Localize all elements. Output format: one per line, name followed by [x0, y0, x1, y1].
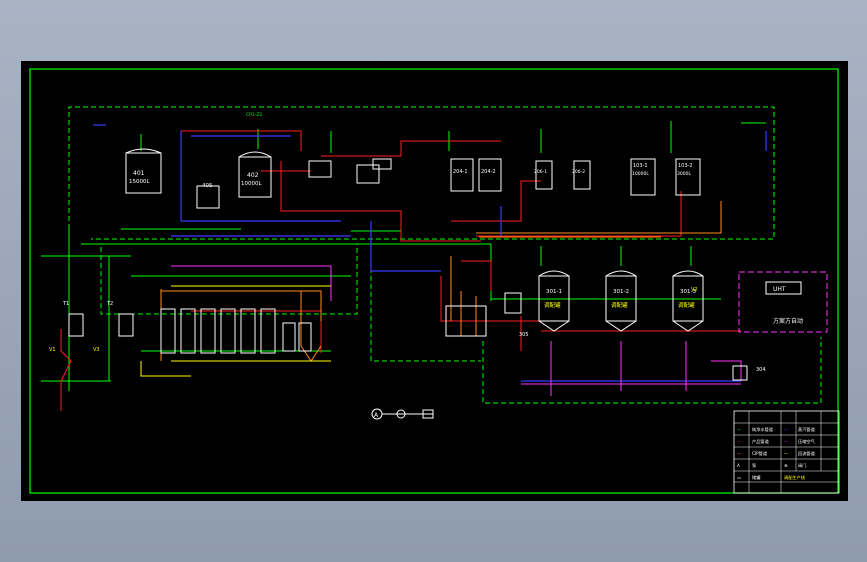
tank-206-2-id: 206-2 — [572, 169, 585, 175]
tank-401-id: 401 — [133, 170, 145, 177]
legend-row-2-name: 产品管道 — [752, 438, 770, 445]
filter-8[interactable] — [298, 322, 312, 352]
legend-row-4-name: 泵 — [752, 463, 756, 468]
filter-2[interactable] — [180, 308, 196, 354]
filter-7[interactable] — [282, 322, 296, 352]
valve-manifold[interactable] — [445, 305, 487, 337]
legend-row-5-sym: ▭ — [737, 475, 741, 480]
legend-row-3-name: CIP管道 — [752, 450, 768, 457]
valve-305: 305 — [519, 332, 529, 338]
tank-103-2-volume: 3000L — [677, 171, 691, 177]
tank-204-1-id: 204-1 — [453, 169, 468, 175]
pump-405[interactable]: 405 — [196, 183, 220, 209]
legend-row-2-sym2: — — [784, 439, 788, 444]
uht-control-box[interactable]: UHT 方案方自动 — [765, 281, 803, 325]
legend-row-3-sym2: — — [784, 451, 788, 456]
tank-301-1-label: 调配罐 — [544, 301, 561, 309]
legend-row-2-name2: 压缩空气 — [798, 438, 816, 445]
product-piping — [60, 130, 741, 411]
filter-4[interactable] — [220, 308, 236, 354]
tank-103-1[interactable]: 103-1 10000L — [630, 158, 656, 196]
valve-v2-label: V2 — [691, 287, 698, 293]
tank-206-2[interactable]: 206-2 — [572, 160, 591, 190]
heat-exchanger-t2[interactable]: T2 — [106, 301, 134, 337]
valve-v1-label: V1 — [49, 347, 56, 353]
tank-206-1-id: 206-1 — [534, 169, 547, 175]
tank-402[interactable]: 402 10000L — [238, 151, 272, 198]
tank-206-1[interactable]: 206-1 — [534, 160, 553, 190]
marker-a: A — [374, 412, 379, 419]
legend-row-4-sym: A — [737, 463, 740, 468]
line-t1: T1 — [62, 301, 69, 307]
tank-301-2-id: 301-2 — [613, 289, 629, 295]
tank-103-2-id: 103-2 — [678, 163, 693, 169]
legend-row-1-name: 纯净水管道 — [752, 426, 774, 433]
tank-301-3-id: 301-3 — [680, 289, 696, 295]
yellow-lines — [140, 285, 331, 377]
valve-304: 304 — [756, 367, 766, 373]
legend-table: — 纯净水管道 — 蒸汽管道 — 产品管道 — 压缩空气 — CIP管道 — 回… — [733, 410, 840, 494]
tank-402-volume: 10000L — [241, 181, 262, 187]
filter-1[interactable] — [160, 308, 176, 354]
tank-204-2-id: 204-2 — [481, 169, 496, 175]
strainer-305[interactable] — [504, 292, 522, 314]
air-piping — [171, 265, 828, 396]
tank-301-2-label: 调配罐 — [611, 301, 628, 309]
legend-row-1-sym: — — [737, 427, 741, 432]
tank-401[interactable]: 401 15000L — [125, 148, 162, 194]
drawing-border — [29, 68, 839, 494]
process-flow-diagram: 401 15000L 402 10000L 405 — [29, 68, 840, 494]
tank-103-1-id: 103-1 — [633, 163, 648, 169]
tank-301-2[interactable]: 301-2 调配罐 — [605, 270, 637, 332]
legend-row-3-sym: — — [737, 451, 741, 456]
legend-row-4-name2: 阀门 — [798, 462, 806, 469]
line-t2: T2 — [106, 301, 113, 307]
tank-401-volume: 15000L — [129, 179, 150, 185]
legend-row-2-sym: — — [737, 439, 741, 444]
legend-row-5-name: 储罐 — [752, 474, 761, 481]
legend-row-4-sym2: ⊗ — [784, 463, 788, 468]
tank-301-1[interactable]: 301-1 调配罐 — [538, 270, 570, 332]
tank-103-1-volume: 10000L — [632, 171, 649, 177]
small-tank-2[interactable] — [356, 164, 380, 184]
valve-v3-label: V3 — [93, 347, 100, 353]
drawing-sheet[interactable]: 401 15000L 402 10000L 405 — [21, 61, 848, 501]
pump-405-label: 405 — [202, 183, 213, 189]
legend-row-5-name2: 调配生产线 — [784, 474, 806, 481]
small-tank-1[interactable] — [308, 160, 332, 178]
legend-row-3-name2: 回流管道 — [798, 450, 816, 457]
legend-row-1-sym2: — — [784, 427, 788, 432]
small-tank-3[interactable] — [372, 158, 392, 170]
tank-204-2[interactable]: 204-2 — [478, 158, 502, 192]
tank-103-2[interactable]: 103-2 3000L — [675, 158, 701, 196]
filter-6[interactable] — [260, 308, 276, 354]
legend-row-1-name2: 蒸汽管道 — [798, 426, 816, 433]
annotations: CP1-Z2 V1 V2 V3 — [49, 112, 698, 353]
tank-204-1[interactable]: 204-1 — [450, 158, 474, 192]
heat-exchanger-t1[interactable]: T1 — [62, 301, 84, 337]
filter-3[interactable] — [200, 308, 216, 354]
tank-301-1-id: 301-1 — [546, 289, 562, 295]
tank-301-3-label: 调配罐 — [678, 301, 695, 309]
tank-301-3[interactable]: 301-3 调配罐 — [672, 270, 704, 332]
tank-402-id: 402 — [247, 172, 259, 179]
uht-label: UHT — [773, 286, 786, 293]
control-box-label: 方案方自动 — [773, 317, 803, 325]
equipment: 401 15000L 402 10000L 405 — [62, 148, 803, 420]
filter-5[interactable] — [240, 308, 256, 354]
filter-304[interactable] — [732, 365, 748, 381]
steam-piping — [93, 124, 767, 382]
steam-label: CP1-Z2 — [246, 112, 262, 118]
